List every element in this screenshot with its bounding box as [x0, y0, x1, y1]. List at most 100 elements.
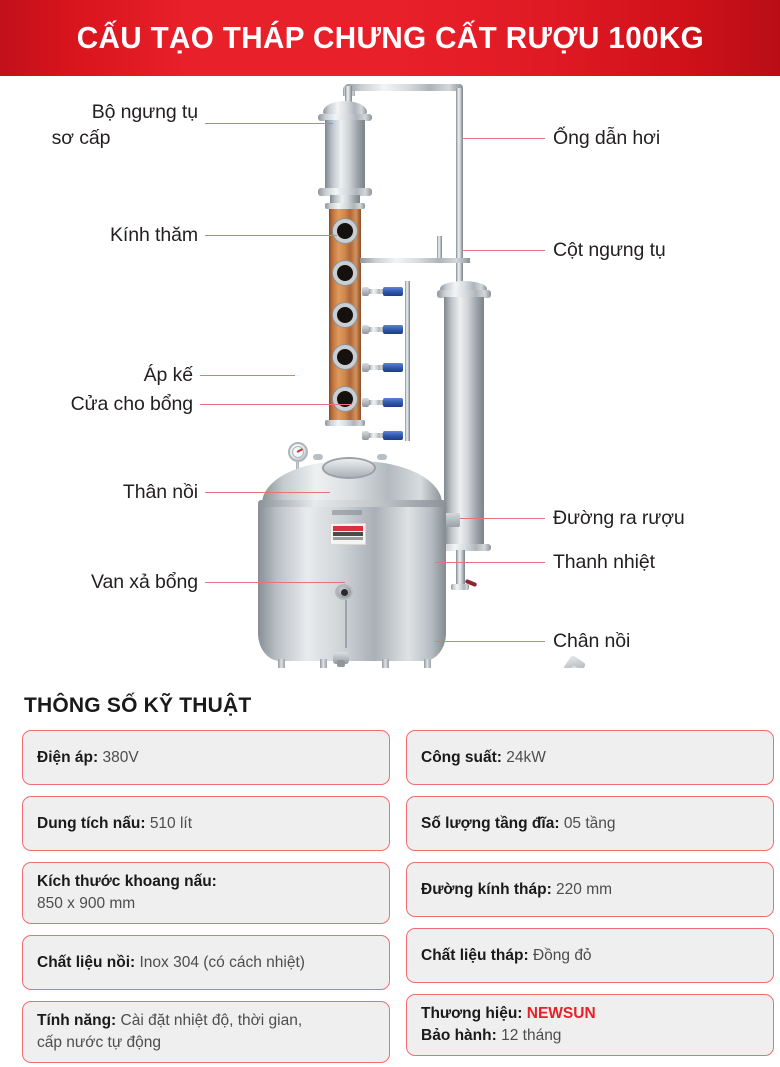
spec-row-brand-warranty: Thương hiệu: NEWSUN Bảo hành: 12 tháng: [406, 994, 774, 1056]
spec-value-capacity: 510 lít: [149, 814, 193, 832]
reflux-pipe-riser: [437, 236, 442, 262]
reflux-pipe: [360, 258, 470, 263]
vapor-pipe-riser: [345, 86, 352, 108]
label-primary-condenser-line1: Bộ ngưng tụ: [91, 101, 198, 123]
leader-line-pot-body: [205, 492, 330, 493]
condenser-column-body: [444, 297, 484, 547]
specifications-grid: Điện áp: 380V Dung tích nấu: 510 lít Kíc…: [22, 730, 774, 1063]
spec-key-warranty: Bảo hành:: [421, 1027, 497, 1044]
spec-value-warranty: 12 tháng: [501, 1027, 562, 1044]
sight-glass-icon-2: [333, 261, 357, 285]
spirit-outlet-spout: [451, 584, 469, 590]
spec-value-features-line1: Cài đặt nhiệt độ, thời gian,: [120, 1012, 303, 1029]
spec-key-tower-diameter: Đường kính tháp:: [421, 880, 552, 898]
header-banner: CẤU TẠO THÁP CHƯNG CẤT RƯỢU 100KG: [0, 0, 780, 76]
label-pot-body: Thân nồi: [122, 481, 198, 503]
specifications-right-column: Công suất: 24kW Số lượng tầng đĩa: 05 tầ…: [406, 730, 774, 1063]
leader-line-spirit-outlet: [460, 518, 545, 519]
sight-glass-icon-3: [333, 303, 357, 327]
spec-row-tower-diameter: Đường kính tháp: 220 mm: [406, 862, 774, 917]
pot-top-rim: [258, 500, 446, 507]
plate-valve-4: [362, 398, 410, 407]
sight-glass-icon-4: [333, 345, 357, 369]
spec-row-features: Tính năng: Cài đặt nhiệt độ, thời gian, …: [22, 1001, 390, 1063]
spec-row-tower-material: Chất liệu tháp: Đồng đỏ: [406, 928, 774, 983]
spec-key-chamber-size: Kích thước khoang nấu:: [37, 873, 217, 890]
leader-line-mash-inlet: [200, 404, 352, 405]
pot-inspection-port-glass: [341, 589, 348, 596]
leader-line-heating-rod: [435, 562, 545, 563]
manifold-pipe: [405, 281, 410, 441]
pot-seam: [345, 600, 347, 648]
spec-row-chamber-size: Kích thước khoang nấu: 850 x 900 mm: [22, 862, 390, 924]
primary-condenser-body: [325, 120, 365, 190]
spec-row-plate-count: Số lượng tầng đĩa: 05 tầng: [406, 796, 774, 851]
spec-key-features: Tính năng:: [37, 1012, 117, 1029]
spec-key-power: Công suất:: [421, 748, 502, 766]
spec-value-tower-material: Đồng đỏ: [532, 946, 592, 964]
specifications-section: THÔNG SỐ KỸ THUẬT Điện áp: 380V Dung tíc…: [0, 668, 780, 1067]
spec-key-plate-count: Số lượng tầng đĩa:: [421, 814, 560, 832]
label-primary-condenser: Bộ ngưng tụ sơ cấp: [0, 100, 199, 151]
page-title: CẤU TẠO THÁP CHƯNG CẤT RƯỢU 100KG: [76, 20, 704, 55]
spec-value-pot-material: Inox 304 (có cách nhiệt): [139, 953, 305, 971]
label-pot-legs: Chân nồi: [553, 630, 631, 652]
manhole-lug-left: [313, 454, 323, 460]
pot-spec-sticker: [330, 523, 366, 545]
label-spirit-outlet: Đường ra rượu: [553, 507, 685, 529]
sight-glass-icon-5: [333, 387, 357, 411]
spec-value-power: 24kW: [506, 748, 546, 766]
spec-key-brand: Thương hiệu:: [421, 1005, 523, 1022]
condenser-flange-bottom: [318, 188, 372, 196]
label-sight-glass: Kính thăm: [110, 224, 198, 246]
column-band-top: [325, 203, 365, 209]
spec-value-features-line2: cấp nước tự động: [37, 1034, 161, 1051]
label-vapor-pipe: Ống dẫn hơi: [553, 127, 661, 149]
condenser-column-cap: [440, 281, 487, 292]
spec-value-plate-count: 05 tầng: [563, 814, 616, 832]
leader-line-pressure-gauge: [200, 375, 295, 376]
product-diagram: Bộ ngưng tụ sơ cấp Kính thăm Áp kế Cửa c…: [0, 76, 780, 719]
label-pressure-gauge: Áp kế: [143, 364, 193, 386]
sight-glass-icon-1: [333, 219, 357, 243]
plate-valve-3: [362, 363, 410, 372]
vapor-pipe-downcomer: [456, 88, 463, 288]
spirit-outlet-tail: [456, 550, 465, 586]
spec-value-brand: NEWSUN: [526, 1005, 596, 1022]
label-heating-rod: Thanh nhiệt: [553, 551, 655, 573]
spec-row-capacity: Dung tích nấu: 510 lít: [22, 796, 390, 851]
spec-key-capacity: Dung tích nấu:: [37, 814, 146, 832]
condenser-column-flange-bottom: [437, 544, 491, 551]
condenser-cap: [323, 101, 367, 115]
condenser-neck: [330, 195, 360, 204]
specifications-left-column: Điện áp: 380V Dung tích nấu: 510 lít Kíc…: [22, 730, 390, 1063]
condenser-column-flange: [437, 290, 491, 298]
spec-row-power: Công suất: 24kW: [406, 730, 774, 785]
plate-valve-1: [362, 287, 410, 296]
spec-value-voltage: 380V: [102, 748, 139, 766]
label-drain-valve: Van xả bổng: [91, 571, 198, 593]
leader-line-primary-condenser: [205, 123, 333, 124]
leader-line-drain-valve: [205, 582, 345, 583]
vapor-pipe-top: [345, 84, 463, 91]
leader-line-condenser-column: [462, 250, 545, 251]
spec-value-chamber-size: 850 x 900 mm: [37, 895, 136, 912]
spec-key-pot-material: Chất liệu nồi:: [37, 953, 136, 971]
label-condenser-column: Cột ngưng tụ: [553, 239, 666, 261]
pot-logo: [332, 510, 362, 515]
mash-drain-valve-knob: [337, 660, 345, 667]
spec-key-voltage: Điện áp:: [37, 748, 99, 766]
leader-line-sight-glass: [205, 235, 337, 236]
mash-inlet-hatch: [322, 457, 376, 479]
label-primary-condenser-line2: sơ cấp: [51, 126, 111, 149]
plate-valve-2: [362, 325, 410, 334]
leader-line-vapor-pipe: [462, 138, 545, 139]
spec-row-pot-material: Chất liệu nồi: Inox 304 (có cách nhiệt): [22, 935, 390, 990]
spec-value-tower-diameter: 220 mm: [556, 880, 613, 898]
label-mash-inlet: Cửa cho bổng: [70, 393, 194, 415]
manhole-lug-right: [377, 454, 387, 460]
spec-key-tower-material: Chất liệu tháp:: [421, 946, 529, 964]
plate-valve-5: [362, 431, 410, 440]
spec-row-voltage: Điện áp: 380V: [22, 730, 390, 785]
